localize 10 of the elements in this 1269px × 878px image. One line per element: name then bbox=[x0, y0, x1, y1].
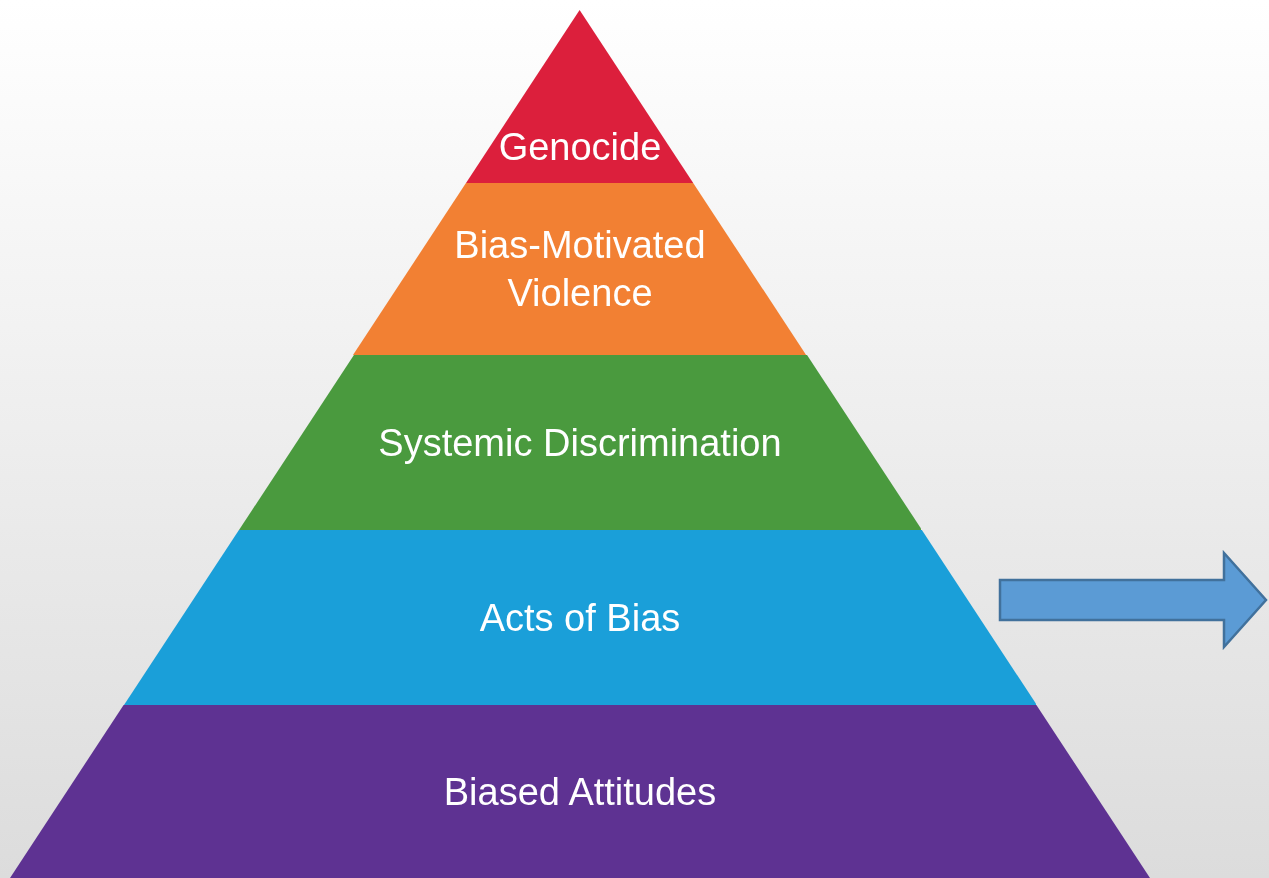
tier-label: Genocide bbox=[497, 125, 663, 170]
tier-label: Biased Attitudes bbox=[442, 769, 718, 815]
pyramid-tier bbox=[123, 530, 1037, 705]
pyramid-tier-triangle bbox=[466, 10, 694, 183]
pyramid-tier bbox=[238, 355, 922, 530]
tier-label: Bias-Motivated Violence bbox=[453, 223, 707, 316]
pyramid-tier bbox=[353, 183, 807, 355]
pyramid-tier bbox=[10, 705, 1150, 878]
tier-label: Systemic Discrimination bbox=[377, 420, 783, 466]
tier-label: Acts of Bias bbox=[478, 595, 682, 641]
